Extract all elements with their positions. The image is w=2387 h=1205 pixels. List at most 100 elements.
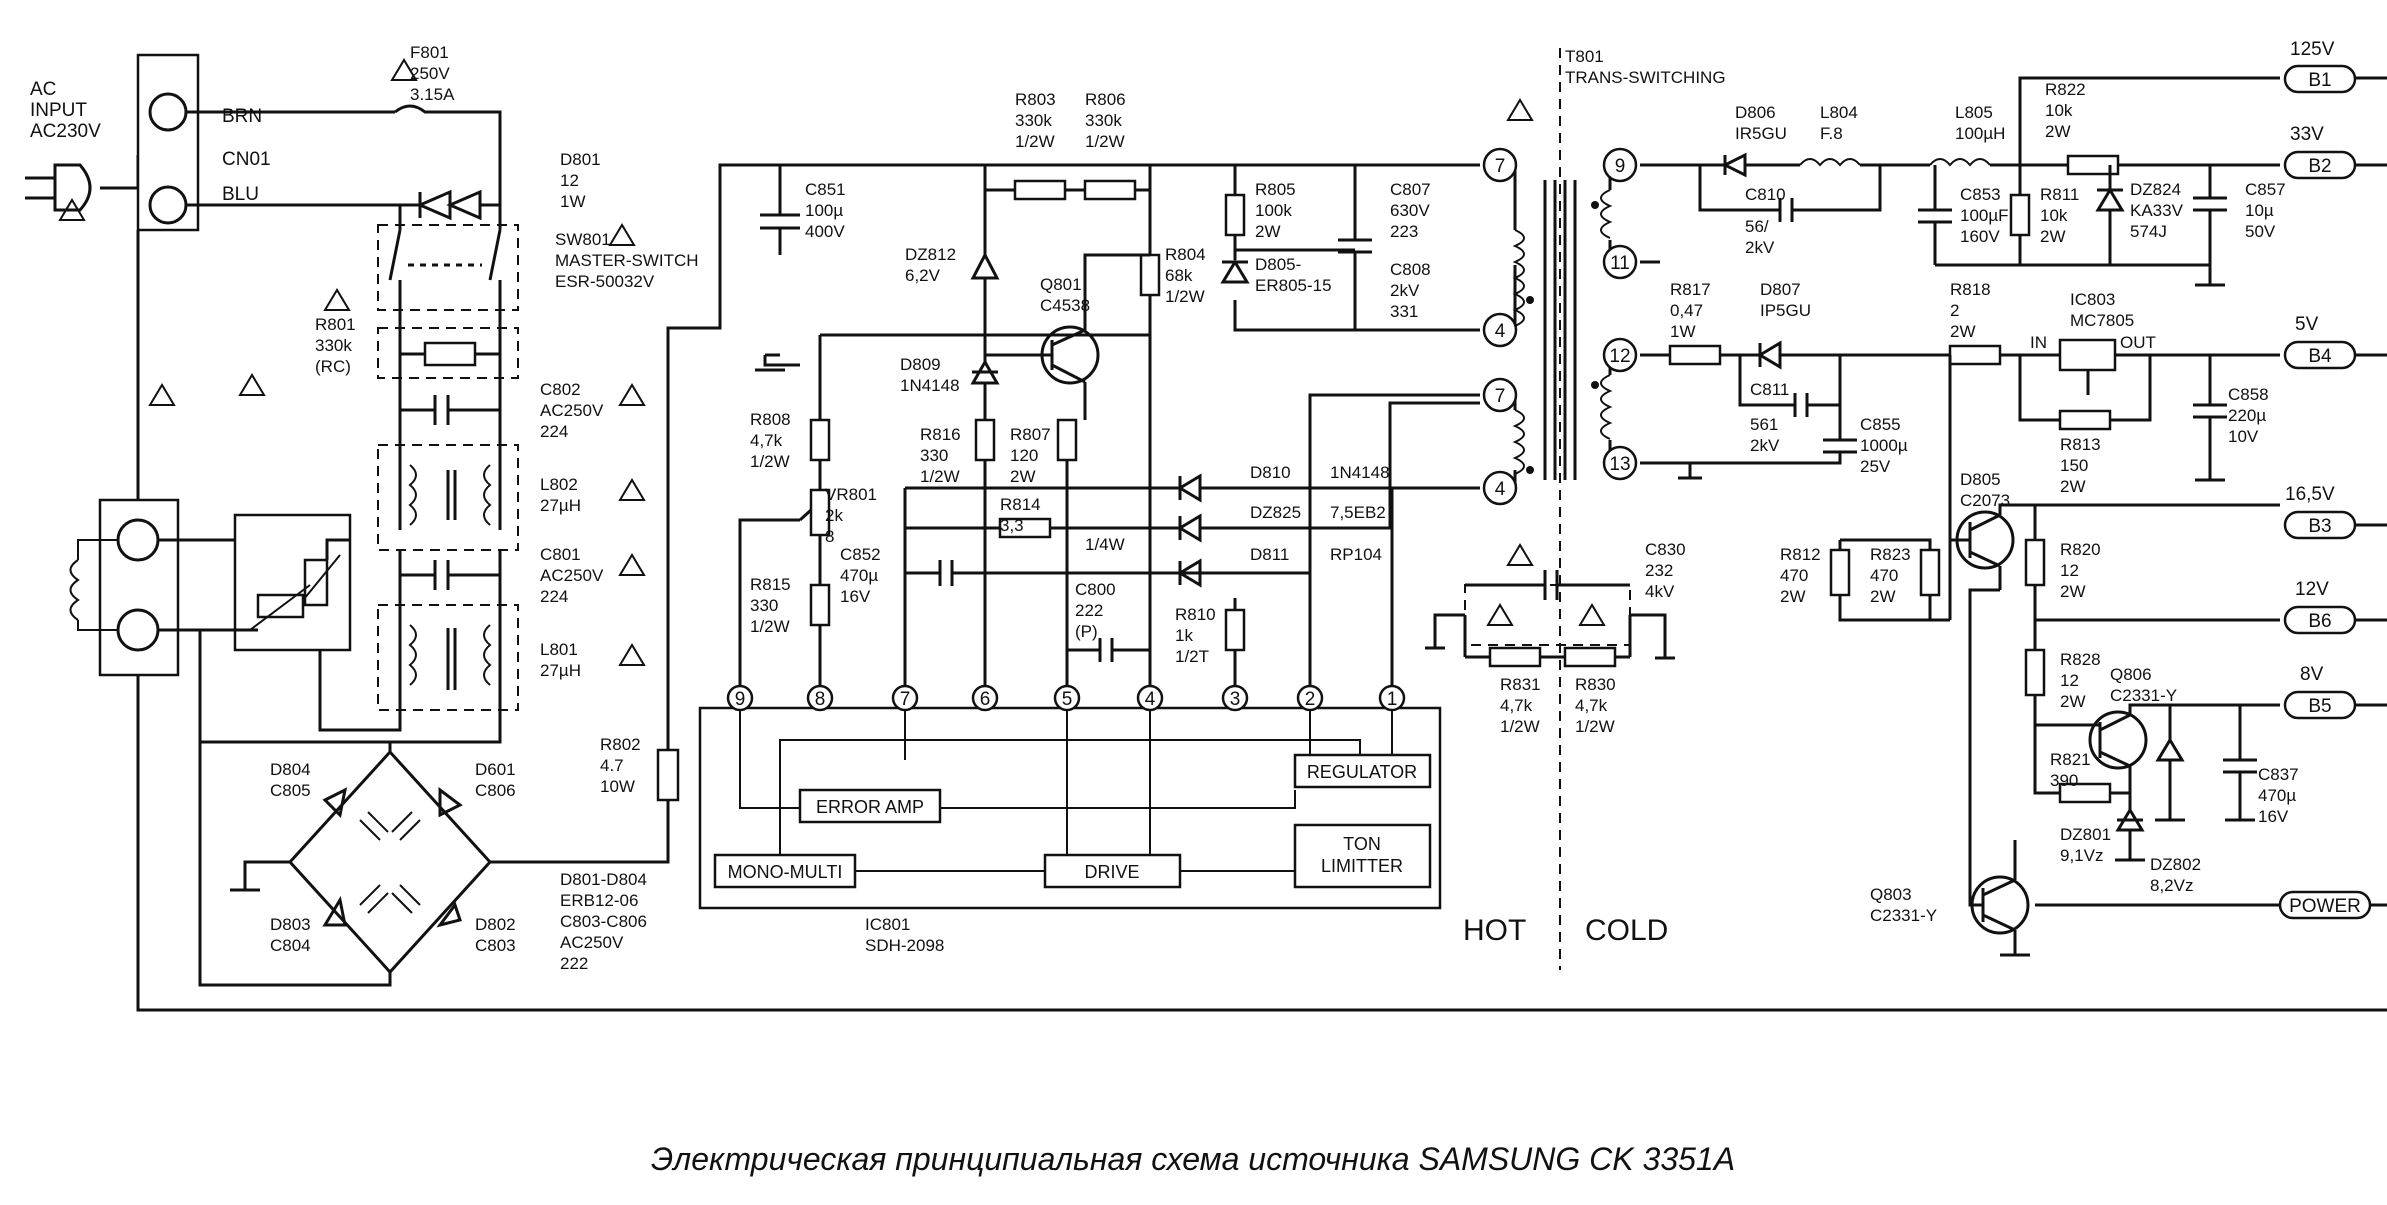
label-bridge-line3: C803-C806 xyxy=(560,912,647,931)
label-l804-line2: F.8 xyxy=(1820,124,1843,143)
label-r830-line3: 1/2W xyxy=(1575,717,1615,736)
label-d803-line1: D803 xyxy=(270,915,311,934)
label-r808-line2: 4,7k xyxy=(750,431,783,450)
output-voltage-b1: 125V xyxy=(2290,39,2335,60)
label-c800-line3: (P) xyxy=(1075,622,1098,641)
ic801-pin-5: 5 xyxy=(1062,689,1073,710)
component-labels: F801250V3.15AD801121WSW801MASTER-SWITCHE… xyxy=(270,43,2299,973)
label-ic803-line2: MC7805 xyxy=(2070,311,2134,330)
connector-cn01-label: CN01 xyxy=(222,149,271,170)
warning-icon xyxy=(608,223,636,246)
label-d805-line1: D805- xyxy=(1255,255,1301,274)
warning-icon xyxy=(58,198,86,221)
warning-icon xyxy=(323,288,351,311)
output-voltage-b4: 5V xyxy=(2295,314,2319,335)
ic801-pin-circles xyxy=(726,684,1406,712)
label-bridge-line2: ERB12-06 xyxy=(560,891,638,910)
label-d806-line2: IR5GU xyxy=(1735,124,1787,143)
label-r816-line2: 330 xyxy=(920,446,948,465)
label-d801-line3: 1W xyxy=(560,192,586,211)
hot-side-label: HOT xyxy=(1463,914,1526,947)
label-r801-line1: R801 xyxy=(315,315,356,334)
label-r812-line3: 2W xyxy=(1780,587,1806,606)
outputs: 125V B1 33V B2 5V B4 16,5V B3 12V B6 8V … xyxy=(2285,39,2361,917)
label-r802-line2: 4.7 xyxy=(600,756,624,775)
label-r823-line3: 2W xyxy=(1870,587,1896,606)
label-dz825v-line1: 7,5EB2 xyxy=(1330,503,1386,522)
label-c830-line1: C830 xyxy=(1645,540,1686,559)
label-r810-line1: R810 xyxy=(1175,605,1216,624)
label-l801-line1: L801 xyxy=(540,640,578,659)
ic801-pin-3: 3 xyxy=(1230,689,1241,710)
output-tag-b6: B6 xyxy=(2308,611,2331,632)
label-d802-line1: D802 xyxy=(475,915,516,934)
label-d809-line1: D809 xyxy=(900,355,941,374)
label-c857-line3: 50V xyxy=(2245,222,2276,241)
label-r828-line2: 12 xyxy=(2060,671,2079,690)
label-r803-line3: 1/2W xyxy=(1015,132,1055,151)
label-c858-line3: 10V xyxy=(2228,427,2259,446)
warning-icon xyxy=(390,58,418,81)
label-c855-line1: C855 xyxy=(1860,415,1901,434)
label-c807-line3: 223 xyxy=(1390,222,1418,241)
label-t801-line1: T801 xyxy=(1565,47,1604,66)
warning-icon xyxy=(618,643,646,666)
label-r830-line1: R830 xyxy=(1575,675,1616,694)
label-r811-line3: 2W xyxy=(2040,227,2066,246)
ac-input-label-2: INPUT xyxy=(30,100,87,121)
label-d807-line1: D807 xyxy=(1760,280,1801,299)
label-c801-line1: C801 xyxy=(540,545,581,564)
label-c853-line2: 100µF xyxy=(1960,206,2009,225)
label-d803-line2: C804 xyxy=(270,936,311,955)
label-sw801-line3: ESR-50032V xyxy=(555,272,655,291)
ac-input-label-1: AC xyxy=(30,79,56,100)
label-d801-line1: D801 xyxy=(560,150,601,169)
label-d806-line1: D806 xyxy=(1735,103,1776,122)
label-c810-line1: C810 xyxy=(1745,185,1786,204)
label-r822-line1: R822 xyxy=(2045,80,2086,99)
output-tag-b4: B4 xyxy=(2308,346,2332,367)
label-r818-line2: 2 xyxy=(1950,301,1959,320)
label-r804-line3: 1/2W xyxy=(1165,287,1205,306)
label-dz824-line2: KA33V xyxy=(2130,201,2184,220)
label-ic803-line1: IC803 xyxy=(2070,290,2115,309)
warning-icon xyxy=(1506,543,1534,566)
label-r811-line2: 10k xyxy=(2040,206,2068,225)
label-r803-line2: 330k xyxy=(1015,111,1052,130)
label-r813-line3: 2W xyxy=(2060,477,2086,496)
connector-brn-label: BRN xyxy=(222,106,262,127)
label-r822-line3: 2W xyxy=(2045,122,2071,141)
label-bridge-line1: D801-D804 xyxy=(560,870,647,889)
label-c802-line3: 224 xyxy=(540,422,568,441)
label-r823-line1: R823 xyxy=(1870,545,1911,564)
label-r817-line3: 1W xyxy=(1670,322,1696,341)
label-d805b-line2: C2073 xyxy=(1960,491,2010,510)
label-sw801-line2: MASTER-SWITCH xyxy=(555,251,699,270)
t801-pin-11: 11 xyxy=(1610,253,1630,274)
label-c853-line3: 160V xyxy=(1960,227,2000,246)
label-c802-line1: C802 xyxy=(540,380,581,399)
warning-icon xyxy=(238,373,266,396)
label-dz824-line3: 574J xyxy=(2130,222,2167,241)
label-c800-line1: C800 xyxy=(1075,580,1116,599)
label-r814-line2: 3,3 xyxy=(1000,516,1024,535)
label-r807-line3: 2W xyxy=(1010,467,1036,486)
label-dz802-line1: DZ802 xyxy=(2150,855,2201,874)
label-vr801-line1: VR801 xyxy=(825,485,877,504)
label-c855-line2: 1000µ xyxy=(1860,436,1908,455)
input-labels: AC INPUT AC230V BRN CN01 BLU xyxy=(30,79,271,205)
label-r813-line1: R813 xyxy=(2060,435,2101,454)
label-d601-line1: D601 xyxy=(475,760,516,779)
warning-icon xyxy=(1506,98,1534,121)
t801-pin-13: 13 xyxy=(1609,454,1630,475)
label-r808-line3: 1/2W xyxy=(750,452,790,471)
label-ic803in-line1: IN xyxy=(2030,333,2047,352)
label-vr801-line3: 8 xyxy=(825,527,834,546)
label-c808-line2: 2kV xyxy=(1390,281,1420,300)
label-f801-line3: 3.15A xyxy=(410,85,455,104)
output-voltage-b2: 33V xyxy=(2290,124,2324,145)
label-r805-line2: 100k xyxy=(1255,201,1292,220)
label-r812-line1: R812 xyxy=(1780,545,1821,564)
output-tags xyxy=(2278,64,2372,920)
label-r831-line1: R831 xyxy=(1500,675,1541,694)
